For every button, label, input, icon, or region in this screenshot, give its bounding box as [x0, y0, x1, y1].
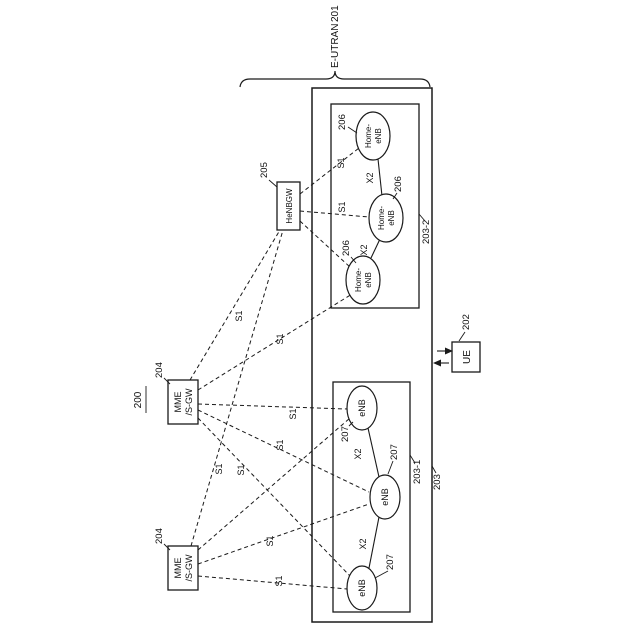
home-enb-node-1	[345, 255, 381, 305]
x2-label: X2	[353, 448, 363, 459]
ref-leader-203-1	[409, 454, 416, 464]
s1-link-henbgw-home-enb2	[299, 210, 370, 218]
enb-node-1	[346, 565, 378, 611]
rotated-figure-group: S1 S1 S1 S1 S1 S1 S1 S1 S1 S1 X2 X2 X2 X…	[133, 5, 481, 623]
s1-label: S1	[265, 535, 275, 546]
ue-box	[451, 341, 481, 373]
ref-leader-203-2	[418, 213, 426, 222]
ref-207-1: 207	[385, 554, 396, 570]
ref-leader-206-1	[350, 256, 357, 264]
s1-label: S1	[234, 310, 244, 321]
home-enb-label-line2: eNB	[364, 272, 373, 288]
home-enb-label-line1: Home-	[354, 268, 363, 292]
x2-label: X2	[358, 538, 368, 549]
x2-link-home1-home2	[370, 238, 381, 259]
ref-leader-205	[268, 179, 278, 188]
x2-link-home2-home3	[377, 158, 383, 197]
mme-sgw-box-1	[167, 545, 199, 591]
ref-204-1: 204	[154, 528, 165, 544]
eutran-ref: 201	[330, 5, 341, 22]
enb-node-label: eNB	[380, 488, 390, 506]
ref-leader-204-2	[163, 377, 171, 385]
s1-link-mme1-enb3	[197, 417, 351, 551]
enb-node-2	[369, 474, 401, 520]
ref-206-2: 206	[393, 176, 404, 192]
ref-leader-207-2	[387, 460, 394, 475]
home-enb-label-line2: eNB	[374, 128, 383, 144]
s1-link-mme2-home-enb1	[197, 293, 353, 391]
mme-label-line1: MME	[173, 558, 183, 579]
s1-label: S1	[236, 464, 246, 475]
home-enb-label-line2: eNB	[387, 210, 396, 226]
s1-label: S1	[214, 463, 224, 474]
s1-link-mme2-henbgw	[189, 229, 281, 381]
ref-203-1: 203-1	[412, 460, 423, 484]
eutran-brace	[239, 70, 431, 88]
mme-label-line2: /S-GW	[184, 554, 194, 582]
s1-link-mme2-enb3	[197, 403, 348, 410]
ref-leader-207-1	[374, 570, 389, 579]
s1-label: S1	[275, 333, 285, 344]
mme-sgw-box-2	[167, 379, 199, 425]
x2-link-enb2-enb3	[367, 427, 380, 478]
home-enb-node-3	[355, 111, 391, 161]
ref-203-2: 203-2	[421, 220, 432, 244]
ref-leader-207-3	[348, 421, 354, 427]
eutran-label: E-UTRAN	[330, 24, 341, 68]
s1-label: S1	[275, 439, 285, 450]
ref-203: 203	[432, 474, 443, 490]
home-enb-node-2	[368, 193, 404, 243]
s1-link-henbgw-home-enb3	[299, 147, 360, 195]
s1-label: S1	[288, 408, 298, 419]
s1-link-henbgw-home-enb1	[299, 220, 352, 269]
s1-link-mme2-enb2	[197, 409, 370, 493]
ref-leader-204-1	[163, 543, 171, 551]
s1-label: S1	[336, 157, 346, 168]
x2-link-enb1-enb2	[368, 516, 380, 569]
radio-up-arrowhead-icon	[433, 359, 441, 367]
enb-node-3	[346, 385, 378, 431]
s1-link-mme1-enb1	[197, 575, 348, 590]
ref-leader-202	[458, 331, 466, 342]
s1-link-mme1-henbgw	[190, 229, 284, 547]
s1-link-mme1-enb2	[197, 503, 370, 565]
henbgw-label: HeNBGW	[285, 188, 294, 224]
home-enb-label-line1: Home-	[377, 206, 386, 230]
s1-label: S1	[274, 575, 284, 586]
home-enb-label-line1: Home-	[364, 124, 373, 148]
radio-down-arrowhead-icon	[445, 347, 453, 355]
system-ref: 200	[133, 391, 144, 408]
eutran-outer-box	[311, 87, 433, 623]
ref-204-2: 204	[154, 362, 165, 378]
s1-label: S1	[337, 201, 347, 212]
henbgw-box	[276, 181, 301, 231]
ref-206-3: 206	[337, 114, 348, 130]
ref-leader-206-2	[392, 192, 398, 200]
ref-205: 205	[259, 162, 270, 178]
ref-leader-206-3	[347, 126, 358, 134]
x2-label: X2	[365, 172, 375, 183]
ue-label: UE	[462, 350, 473, 364]
ref-206-1: 206	[341, 240, 352, 256]
enb-node-label: eNB	[357, 399, 367, 417]
enb-node-label: eNB	[357, 579, 367, 597]
ref-207-2: 207	[389, 444, 400, 460]
ref-202: 202	[461, 314, 472, 330]
mme-label-line1: MME	[173, 392, 183, 413]
s1-link-mme2-enb1	[197, 417, 351, 577]
x2-label: X2	[359, 244, 369, 255]
ref-207-3: 207	[340, 426, 351, 442]
ref-leader-203	[431, 465, 437, 474]
mme-label-line2: /S-GW	[184, 388, 194, 416]
